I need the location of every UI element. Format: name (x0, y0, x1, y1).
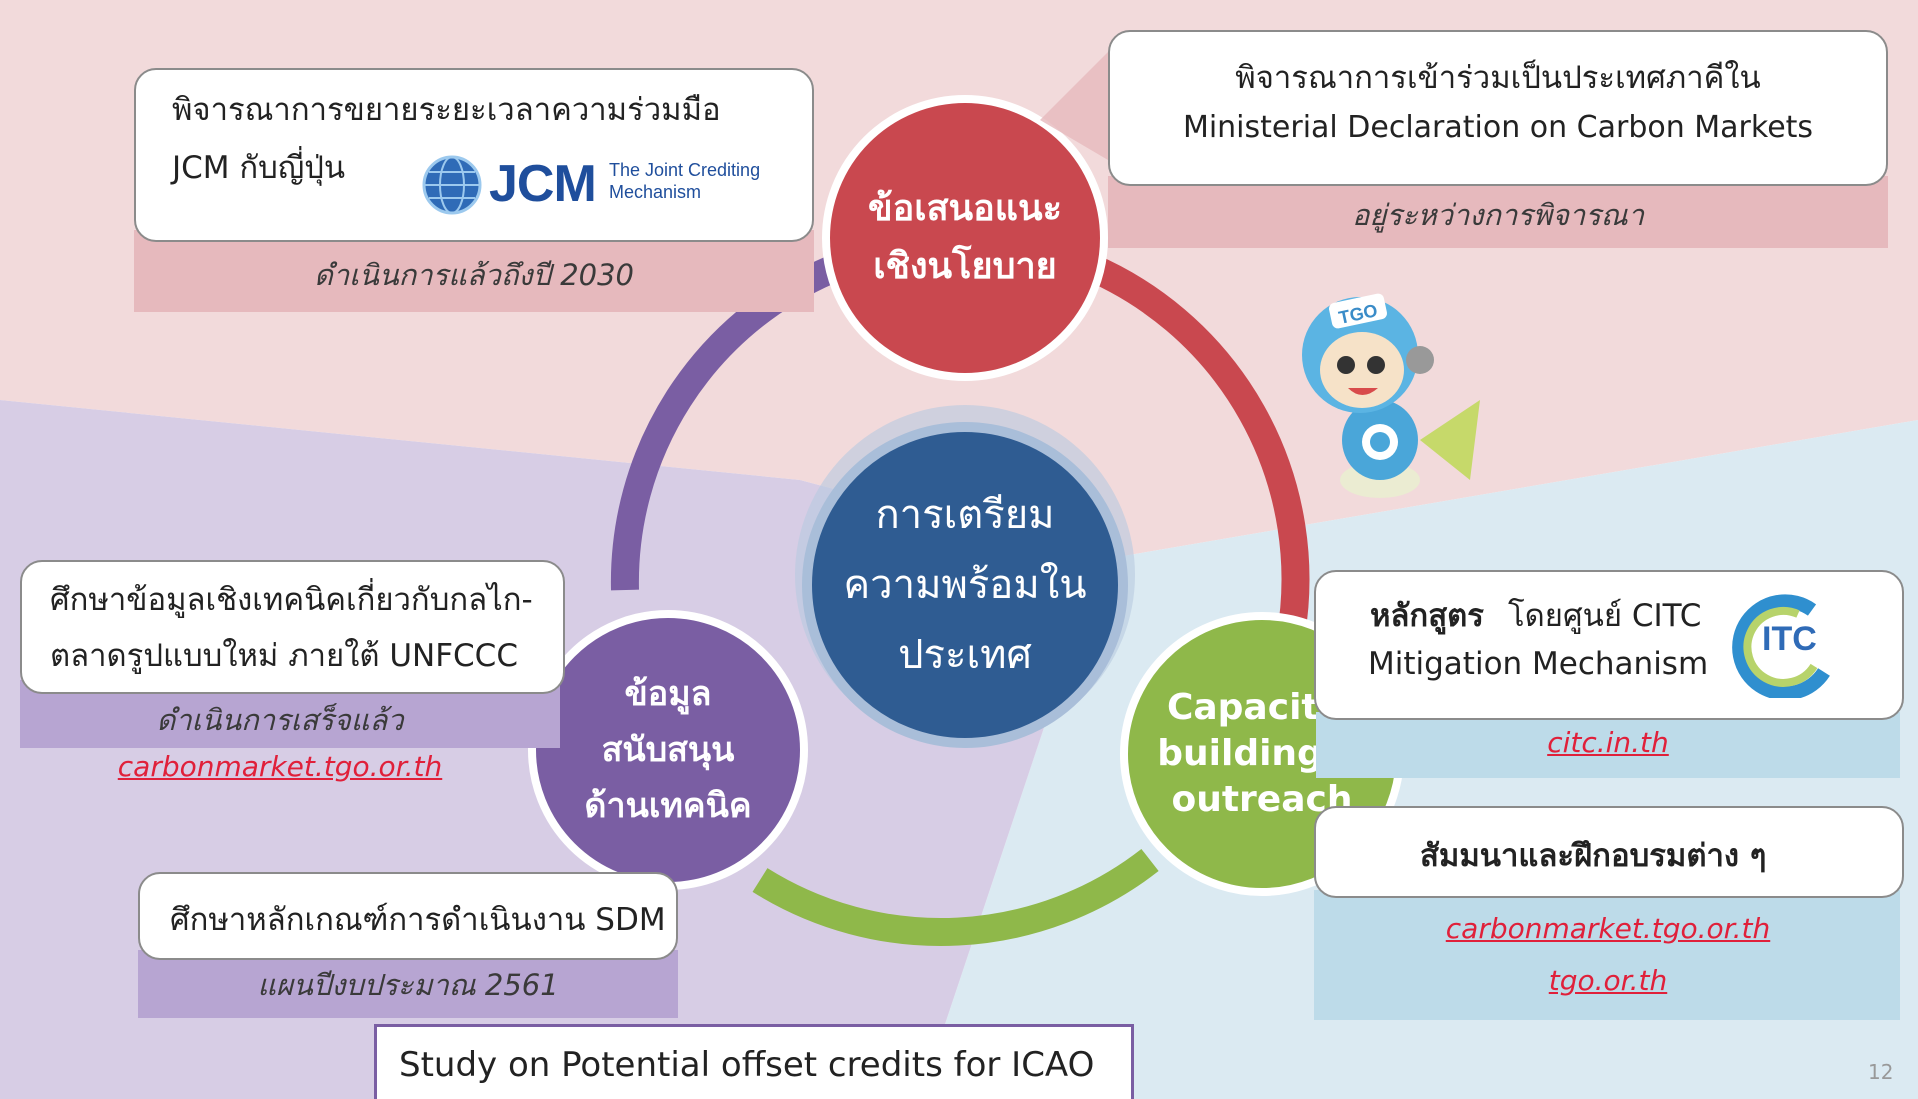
policy-line-1: ข้อเสนอแนะ (868, 188, 1062, 229)
seminar-box: สัมมนาและฝึกอบรมต่าง ๆ (1314, 806, 1904, 898)
technical-circle: ข้อมูล สนับสนุน ด้านเทคนิค (528, 610, 808, 890)
itc-logo-text: ITC (1762, 620, 1817, 658)
study-status: ดำเนินการเสร็จแล้ว (156, 703, 404, 737)
declaration-line-1: พิจารณาการเข้าร่วมเป็นประเทศภาคีใน (1235, 60, 1761, 96)
course-link-band (1316, 712, 1900, 778)
sdm-line-1: ศึกษาหลักเกณฑ์การดำเนินงาน SDM (170, 902, 666, 938)
technical-line-3: ด้านเทคนิค (584, 786, 752, 826)
center-line-1: การเตรียม (875, 492, 1055, 538)
study-line-1: ศึกษาข้อมูลเชิงเทคนิคเกี่ยวกับกลไก- (50, 582, 533, 618)
study-box: ศึกษาข้อมูลเชิงเทคนิคเกี่ยวกับกลไก- ตลาด… (20, 560, 565, 694)
sdm-status-band (138, 950, 678, 1018)
course-by: โดยศูนย์ CITC (1508, 598, 1702, 634)
jcm-line-1: พิจารณาการขยายระยะเวลาความร่วมมือ (172, 92, 721, 128)
course-box: หลักสูตร โดยศูนย์ CITC Mitigation Mechan… (1314, 570, 1904, 720)
course-label: หลักสูตร (1370, 598, 1484, 634)
seminar-line-1: สัมมนาและฝึกอบรมต่าง ๆ (1420, 838, 1767, 874)
jcm-logo-text: JCM (489, 155, 597, 213)
policy-circle: ข้อเสนอแนะ เชิงนโยบาย (822, 95, 1108, 381)
declaration-status-band (1108, 176, 1888, 248)
course-line-2: Mitigation Mechanism (1368, 646, 1709, 682)
ring-arc-green (752, 848, 1159, 947)
jcm-logo-sub-2: Mechanism (609, 182, 702, 202)
citc-link[interactable]: citc.in.th (1547, 726, 1669, 759)
ring-arc-red (1072, 248, 1310, 643)
itc-ring-icon (1732, 594, 1830, 701)
seminar-link-band (1314, 890, 1900, 1020)
declaration-box: พิจารณาการเข้าร่วมเป็นประเทศภาคีใน Minis… (1108, 30, 1888, 186)
icao-box: Study on Potential offset credits for IC… (374, 1024, 1134, 1099)
declaration-line-2: Ministerial Declaration on Carbon Market… (1182, 110, 1814, 145)
jcm-box: พิจารณาการขยายระยะเวลาความร่วมมือ JCM กั… (134, 68, 814, 242)
itc-logo: ITC (1728, 592, 1840, 701)
jcm-logo: JCM The Joint Crediting Mechanism (421, 152, 781, 218)
jcm-logo-sub-1: The Joint Crediting (609, 160, 761, 180)
declaration-status: อยู่ระหว่างการพิจารณา (1352, 198, 1644, 232)
jcm-status: ดำเนินการแล้วถึงปี 2030 (314, 258, 634, 292)
technical-line-1: ข้อมูล (624, 674, 712, 714)
policy-line-2: เชิงนโยบาย (873, 246, 1057, 287)
center-circle: การเตรียม ความพร้อมใน ประเทศ (802, 422, 1128, 748)
sdm-status: แผนปีงบประมาณ 2561 (257, 968, 559, 1002)
study-line-2: ตลาดรูปแบบใหม่ ภายใต้ UNFCCC (50, 638, 518, 674)
mascot-illustration: TGO (1302, 293, 1480, 498)
center-line-3: ประเทศ (898, 632, 1032, 678)
jcm-status-band (134, 230, 814, 312)
sdm-box: ศึกษาหลักเกณฑ์การดำเนินงาน SDM (138, 872, 678, 960)
page-number: 12 (1868, 1060, 1894, 1084)
icao-line-1: Study on Potential offset credits for IC… (399, 1045, 1095, 1085)
globe-icon (422, 155, 482, 215)
mascot-cape (1420, 400, 1480, 480)
carbonmarket-link[interactable]: carbonmarket.tgo.or.th (1445, 912, 1771, 945)
study-link[interactable]: carbonmarket.tgo.or.th (117, 750, 443, 783)
mascot-face (1320, 332, 1404, 408)
center-line-2: ความพร้อมใน (843, 562, 1087, 608)
tgo-link[interactable]: tgo.or.th (1548, 964, 1668, 997)
mascot-headphone-icon (1406, 346, 1434, 374)
jcm-line-2: JCM กับญี่ปุ่น (172, 150, 346, 186)
technical-line-2: สนับสนุน (601, 730, 735, 770)
